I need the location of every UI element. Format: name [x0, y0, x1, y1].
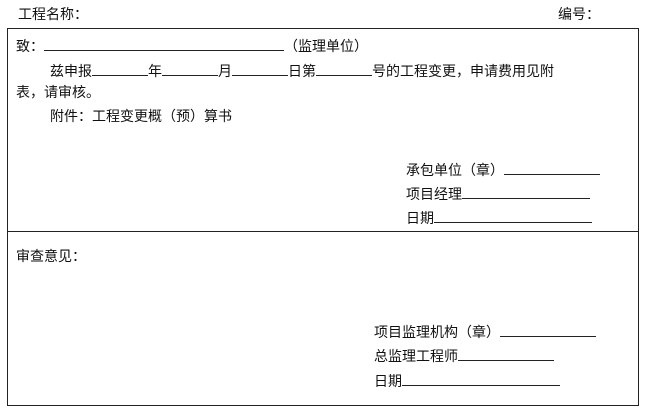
institution-row: 项目监理机构（章） [374, 322, 596, 342]
change-number-blank[interactable] [316, 61, 372, 76]
day-prefix-label: 日第 [288, 64, 316, 80]
supervisor-unit-label: （监理单位） [284, 39, 368, 55]
month-blank[interactable] [162, 61, 218, 76]
supervisor-unit-blank[interactable] [44, 36, 284, 51]
to-label: 致： [16, 39, 44, 55]
contractor-label: 承包单位（章） [406, 163, 504, 179]
month-label: 月 [218, 64, 232, 80]
manager-label: 项目经理 [406, 187, 462, 203]
serial-number-label: 编号： [558, 7, 600, 23]
chief-engineer-row: 总监理工程师 [374, 346, 554, 366]
year-label: 年 [148, 64, 162, 80]
body-suffix: 号的工程变更，申请费用见附 [372, 64, 554, 80]
form-border [7, 28, 639, 406]
section-divider [7, 231, 639, 232]
date-row-1: 日期 [406, 208, 592, 228]
date-blank-2[interactable] [402, 371, 560, 386]
contractor-blank[interactable] [504, 160, 600, 175]
addressee-row: 致： （监理单位） [16, 36, 368, 56]
manager-row: 项目经理 [406, 184, 590, 204]
contractor-row: 承包单位（章） [406, 160, 600, 180]
body-line-2: 表，请审核。 [16, 85, 100, 101]
project-name-label: 工程名称： [18, 7, 88, 23]
review-opinion-label: 审查意见： [16, 249, 86, 265]
date-label-1: 日期 [406, 211, 434, 227]
chief-engineer-label: 总监理工程师 [374, 349, 458, 365]
institution-label: 项目监理机构（章） [374, 325, 500, 341]
attachment-line: 附件：工程变更概（预）算书 [50, 109, 232, 125]
body-prefix: 兹申报 [50, 64, 92, 80]
application-row: 兹申报 年 月 日第 号的工程变更，申请费用见附 [50, 61, 554, 81]
date-label-2: 日期 [374, 374, 402, 390]
chief-engineer-blank[interactable] [458, 346, 554, 361]
date-blank-1[interactable] [434, 208, 592, 223]
institution-blank[interactable] [500, 322, 596, 337]
day-blank[interactable] [232, 61, 288, 76]
date-row-2: 日期 [374, 371, 560, 391]
manager-blank[interactable] [462, 184, 590, 199]
year-blank[interactable] [92, 61, 148, 76]
